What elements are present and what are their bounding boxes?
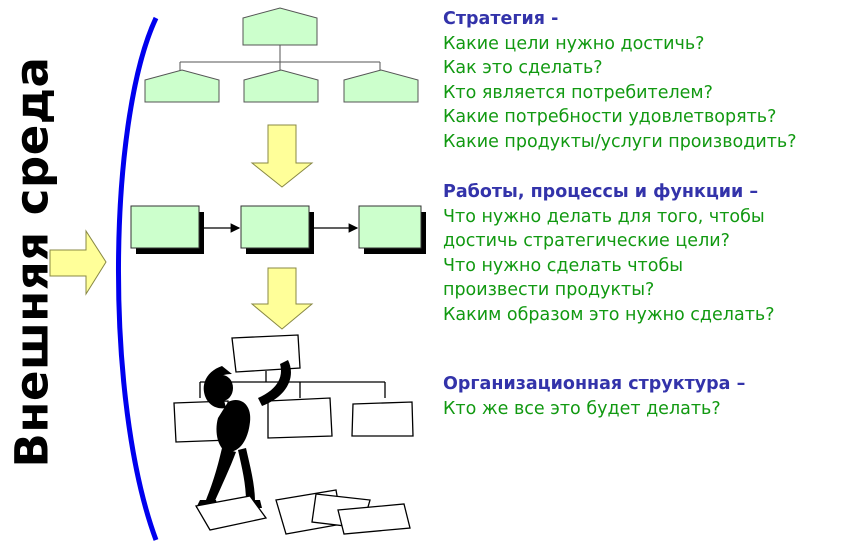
process-flow (130, 205, 426, 254)
processes-text-block: Работы, процессы и функции – Что нужно д… (443, 180, 775, 327)
strategy-child-shape (243, 69, 319, 103)
strategy-child-shape (343, 69, 419, 103)
process-box (130, 205, 200, 249)
flow-down-arrow (250, 124, 314, 188)
environment-bracket (116, 16, 159, 541)
block-line: произвести продукты? (443, 280, 655, 300)
scattered-sheet (194, 495, 268, 531)
block-line: Какие потребности удовлетворять? (443, 107, 777, 127)
block-line: Кто же все это будет делать? (443, 398, 721, 419)
block-title: Стратегия - (443, 9, 559, 29)
strategy-child-shape (144, 69, 220, 103)
org-structure-illustration (173, 334, 414, 535)
chart-sheet (351, 401, 414, 437)
process-box (240, 205, 310, 249)
block-line: Какие цели нужно достичь? (443, 33, 705, 54)
hierarchy-line (179, 45, 381, 72)
block-line: Каким образом это нужно сделать? (443, 304, 775, 325)
block-line: Что нужно делать для того, чтобы (443, 206, 765, 227)
block-title: Работы, процессы и функции – (443, 182, 759, 202)
side-label-external-environment: Внешняя среда (5, 56, 59, 468)
block-line: Что нужно сделать чтобы (443, 255, 684, 276)
chart-sheet (267, 397, 333, 439)
person-holding-org-chart-icon (196, 360, 291, 508)
block-line: Кто является потребителем? (443, 82, 713, 103)
strategy-hierarchy (144, 7, 419, 103)
strategy-top-shape (242, 7, 318, 46)
chart-connector (199, 371, 386, 398)
block-line: Какие продукты/услуги производить? (443, 131, 797, 152)
structure-text-block: Организационная структура – Кто же все э… (443, 372, 745, 421)
process-box (358, 205, 422, 249)
block-line: Как это сделать? (443, 58, 603, 78)
scattered-sheet (337, 503, 411, 535)
strategy-text-block: Стратегия - Какие цели нужно достичь? Ка… (443, 7, 797, 154)
block-title: Организационная структура – (443, 374, 746, 394)
block-line: достичь стратегические цели? (443, 231, 730, 251)
flow-down-arrow (250, 267, 314, 330)
environment-arrow (49, 229, 107, 296)
